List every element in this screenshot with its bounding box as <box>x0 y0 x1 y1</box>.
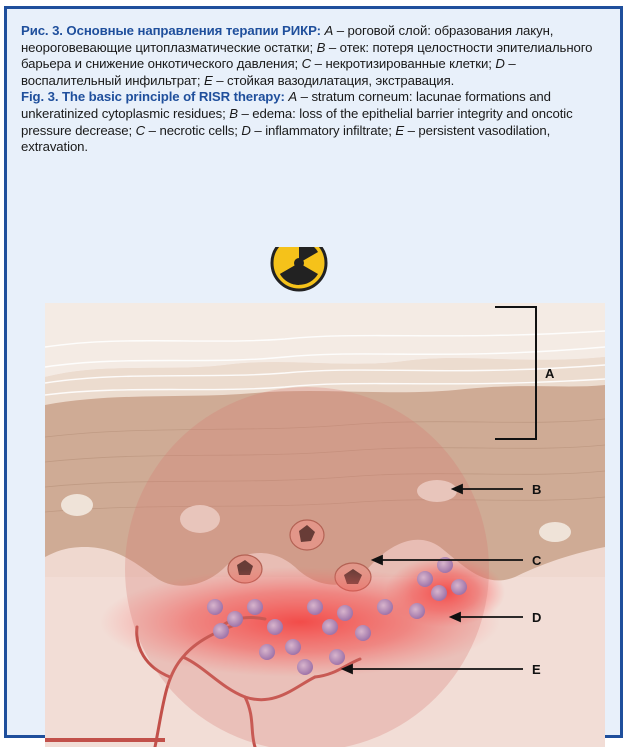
label-a: A <box>545 366 555 381</box>
caption-ru-letter: A <box>324 23 333 38</box>
caption-en-letter: B <box>229 106 238 121</box>
caption-ru-text: – некротизированные клетки; <box>311 56 495 71</box>
tissue-section <box>45 303 605 747</box>
caption-en-text: – inflammatory infiltrate; <box>251 123 396 138</box>
caption-english: Fig. 3. The basic principle of RISR ther… <box>21 89 617 155</box>
caption-en-title: Fig. 3. The basic principle of RISR ther… <box>21 89 285 104</box>
caption-ru-title: Рис. 3. Основные направления терапии РИК… <box>21 23 321 38</box>
caption-en-letter: D <box>241 123 250 138</box>
therapy-zone <box>125 387 489 747</box>
caption-ru-letter: D <box>495 56 504 71</box>
label-d: D <box>532 610 541 625</box>
caption-en-text: – necrotic cells; <box>145 123 241 138</box>
caption-ru-letter: C <box>302 56 311 71</box>
caption-ru-text: – стойкая вазодилатация, экстравация. <box>213 73 455 88</box>
radiation-icon <box>272 247 326 290</box>
caption-ru-letter: B <box>317 40 326 55</box>
figure-panel: Рис. 3. Основные направления терапии РИК… <box>4 6 623 738</box>
caption-en-letter: C <box>136 123 145 138</box>
figure-caption: Рис. 3. Основные направления терапии РИК… <box>21 23 617 156</box>
label-e: E <box>532 662 541 677</box>
label-c: C <box>532 553 542 568</box>
label-b: B <box>532 482 541 497</box>
skin-diagram: A B C D E <box>45 247 605 747</box>
caption-russian: Рис. 3. Основные направления терапии РИК… <box>21 23 617 89</box>
caption-en-letter: A <box>288 89 297 104</box>
caption-en-letter: E <box>395 123 404 138</box>
caption-ru-letter: E <box>204 73 213 88</box>
